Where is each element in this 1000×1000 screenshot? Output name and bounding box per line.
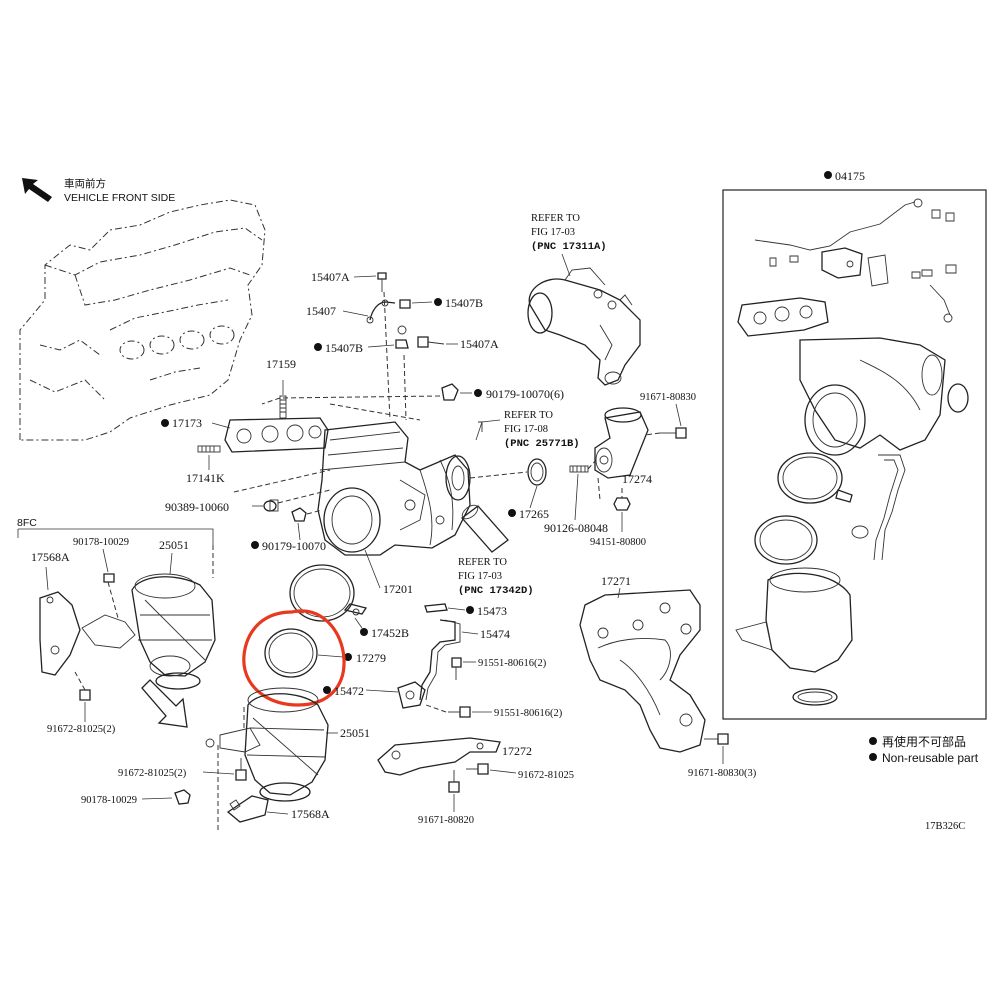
refer1-title: REFER TO: [531, 213, 580, 224]
label-17568a-top: 17568A: [31, 550, 70, 564]
oil-pipe-15474: [397, 619, 461, 709]
exhaust-manifold-17271: [579, 589, 706, 753]
bolt-91672-81025: [466, 763, 489, 775]
label-91672-81025-2-top: 91672-81025(2): [47, 724, 116, 735]
label-17271: 17271: [601, 574, 631, 588]
catalytic-converter-25051-bot: [205, 687, 329, 802]
label-kit-04175: 04175: [835, 169, 865, 183]
kit-04175-frame: [722, 189, 987, 720]
nut-90178-10029-bot: [174, 789, 191, 805]
pipe-15407: [366, 299, 396, 324]
catalytic-converter-25051-top: [131, 573, 216, 690]
clip-15407b-r: [399, 299, 411, 309]
label-90126-08048: 90126-08048: [544, 521, 608, 535]
stud-17159: [279, 380, 287, 419]
engine-block-outline: [19, 199, 266, 441]
bolt-91551-80616-a: [451, 657, 462, 680]
bracket-17568a-bot: [226, 795, 269, 823]
label-17279: 17279: [356, 651, 386, 665]
label-91672-81025: 91672-81025: [518, 770, 574, 781]
label-91671-80830: 91671-80830: [640, 392, 696, 403]
figure-code: 17B326C: [925, 821, 965, 832]
highlight-circle: [242, 609, 346, 707]
label-15472: 15472: [334, 684, 364, 698]
kit-04175-contents: [735, 198, 969, 706]
clip-15407b-l: [395, 325, 409, 349]
label-15473: 15473: [477, 604, 507, 618]
stud-90126-08048: [569, 465, 589, 473]
bracket-17272: [377, 737, 501, 776]
legend-label-jp: 再使用不可部品: [882, 734, 966, 749]
refer2-pnc: (PNC 25771B): [504, 438, 580, 450]
bolt-91671-80830-3: [704, 733, 729, 745]
gasket-17173: [224, 417, 329, 453]
label-17141k: 17141K: [186, 471, 225, 485]
refer3-pnc: (PNC 17342D): [458, 585, 534, 597]
ring-17265: [527, 458, 547, 486]
label-90178-10029-bot: 90178-10029: [81, 795, 137, 806]
label-17272: 17272: [502, 744, 532, 758]
group-label-8fc: 8FC: [17, 517, 37, 529]
clip-15473: [424, 603, 448, 613]
label-17452b: 17452B: [371, 626, 409, 640]
nut-90179-10070-6: [441, 383, 459, 401]
label-25051-bot: 25051: [340, 726, 370, 740]
bolt-15407a-top: [377, 272, 387, 292]
label-25051-top: 25051: [159, 538, 189, 552]
bolt-91672-81025-2-bot: [235, 758, 247, 781]
label-17201: 17201: [383, 582, 413, 596]
legend-label-en: Non-reusable part: [882, 751, 979, 765]
label-91671-80820: 91671-80820: [418, 815, 474, 826]
label-15407b-r: 15407B: [445, 296, 483, 310]
bracket-17568a-top: [39, 591, 81, 676]
label-90179-10070: 90179-10070: [262, 539, 326, 553]
label-17173: 17173: [172, 416, 202, 430]
refer3-title: REFER TO: [458, 557, 507, 568]
bushing-90389-10060: [263, 499, 279, 512]
bolt-15407a-r: [417, 336, 445, 348]
hose-17342d: [461, 504, 509, 553]
refer3-fig: FIG 17-03: [458, 571, 502, 582]
refer2-title: REFER TO: [504, 410, 553, 421]
label-15407a-r: 15407A: [460, 337, 499, 351]
refer1-fig: FIG 17-03: [531, 227, 575, 238]
refer2-fig: FIG 17-08: [504, 424, 548, 435]
vehicle-front-indicator: 車両前方 VEHICLE FRONT SIDE: [22, 177, 175, 204]
front-label-jp: 車両前方: [64, 177, 106, 190]
gasket-17279: [264, 628, 318, 678]
front-label-en: VEHICLE FRONT SIDE: [64, 192, 175, 204]
label-17159: 17159: [266, 357, 296, 371]
stud-90178-10029-top: [103, 573, 115, 583]
turbocharger-17201: [317, 421, 471, 556]
label-90178-10029-top: 90178-10029: [73, 537, 129, 548]
label-91551-80616-a: 91551-80616(2): [478, 658, 547, 669]
legend: 再使用不可部品 Non-reusable part: [869, 734, 979, 765]
label-91671-80830-3: 91671-80830(3): [688, 768, 757, 779]
intake-pipe-17311a: [527, 267, 641, 386]
nut-90179-10070: [291, 507, 307, 522]
stud-17141k: [197, 445, 221, 453]
label-17265: 17265: [519, 507, 549, 521]
label-94151-80800: 94151-80800: [590, 537, 646, 548]
label-91672-81025-2-bot: 91672-81025(2): [118, 768, 187, 779]
label-17568a-bot: 17568A: [291, 807, 330, 821]
label-91551-80616-b: 91551-80616(2): [494, 708, 563, 719]
bolt-91551-80616-b: [448, 706, 471, 718]
elbow-17274: [594, 407, 649, 479]
front-arrow-icon: [22, 178, 52, 202]
label-15407: 15407: [306, 304, 336, 318]
bolt-91672-81025-2-top: [79, 689, 91, 701]
label-90389-10060: 90389-10060: [165, 500, 229, 514]
refer1-pnc: (PNC 17311A): [531, 241, 607, 253]
move-arrow-icon: [141, 679, 188, 728]
label-90179-10070-6: 90179-10070(6): [486, 387, 564, 401]
label-17274: 17274: [622, 472, 652, 486]
nut-94151-80800: [613, 497, 631, 511]
label-15474: 15474: [480, 627, 510, 641]
bolt-91671-80820: [448, 770, 460, 793]
label-15407a-top: 15407A: [311, 270, 350, 284]
label-15407b-l: 15407B: [325, 341, 363, 355]
bolt-91671-80830: [660, 427, 687, 439]
